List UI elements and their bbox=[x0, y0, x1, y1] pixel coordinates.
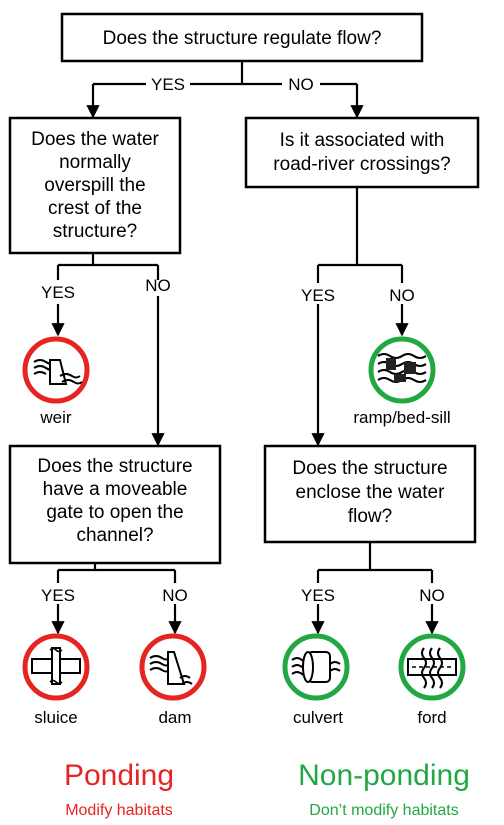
q2-line-4: crest of the bbox=[48, 198, 142, 219]
ramp-icon bbox=[368, 336, 436, 404]
sluice-label: sluice bbox=[34, 708, 77, 727]
label-yes-q4: YES bbox=[41, 586, 75, 605]
question-q3: Is it associated with road-river crossin… bbox=[244, 116, 480, 189]
legend-nonponding-title: Non-ponding bbox=[298, 759, 470, 792]
weir-label: weir bbox=[39, 408, 72, 427]
q3-line-1: Is it associated with bbox=[280, 130, 445, 151]
legend: Ponding Modify habitats Non-ponding Don’… bbox=[64, 759, 470, 819]
legend-nonponding-subtitle: Don’t modify habitats bbox=[309, 802, 458, 819]
culvert-label: culvert bbox=[293, 708, 343, 727]
q2-line-2: normally bbox=[59, 152, 131, 173]
label-no-q4: NO bbox=[162, 586, 188, 605]
culvert-icon bbox=[282, 633, 350, 701]
ford-label: ford bbox=[417, 708, 446, 727]
dam-label: dam bbox=[158, 708, 191, 727]
question-q2: Does the water normally overspill the cr… bbox=[8, 116, 182, 255]
q5-line-1: Does the structure bbox=[292, 458, 447, 479]
q4-line-2: have a moveable bbox=[43, 479, 188, 500]
q4-line-1: Does the structure bbox=[37, 456, 192, 477]
ford-icon bbox=[398, 633, 466, 701]
q3-line-2: road-river crossings? bbox=[273, 154, 450, 175]
label-yes-q5: YES bbox=[301, 586, 335, 605]
label-yes-q2: YES bbox=[41, 283, 75, 302]
q2-line-5: structure? bbox=[53, 221, 137, 242]
ramp-label: ramp/bed-sill bbox=[353, 408, 450, 427]
q1-line-1: Does the structure regulate flow? bbox=[103, 28, 382, 49]
question-q4: Does the structure have a moveable gate … bbox=[8, 444, 222, 565]
q4-line-3: gate to open the bbox=[46, 502, 183, 523]
label-yes-q1: YES bbox=[151, 75, 185, 94]
q5-line-2: enclose the water bbox=[296, 482, 446, 503]
connectors bbox=[51, 61, 439, 635]
q2-line-1: Does the water bbox=[31, 129, 159, 150]
dam-icon bbox=[139, 633, 207, 701]
label-no-q3: NO bbox=[389, 286, 415, 305]
branch-labels: YES NO YES NO YES NO YES NO YES NO bbox=[41, 74, 445, 605]
sluice-icon bbox=[22, 633, 90, 701]
label-yes-q3: YES bbox=[301, 286, 335, 305]
q5-line-3: flow? bbox=[348, 506, 392, 527]
legend-ponding-title: Ponding bbox=[64, 759, 174, 792]
question-q1: Does the structure regulate flow? bbox=[60, 12, 424, 63]
question-q5: Does the structure enclose the water flo… bbox=[263, 444, 477, 544]
q2-line-3: overspill the bbox=[44, 175, 145, 196]
q4-line-4: channel? bbox=[76, 525, 153, 546]
legend-ponding-subtitle: Modify habitats bbox=[65, 802, 173, 819]
label-no-q1: NO bbox=[288, 75, 314, 94]
weir-icon bbox=[22, 336, 90, 404]
label-no-q5: NO bbox=[419, 586, 445, 605]
label-no-q2: NO bbox=[145, 276, 171, 295]
